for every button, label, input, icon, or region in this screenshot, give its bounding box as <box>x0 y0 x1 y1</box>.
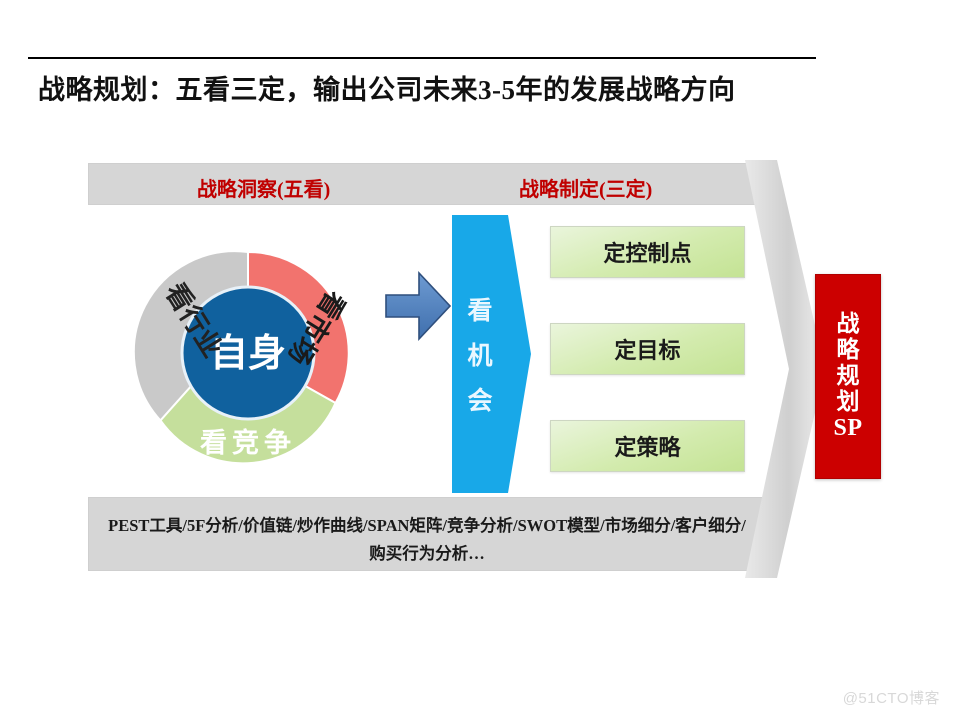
output-box-goal[interactable]: 定目标 <box>550 323 745 375</box>
result-char-3: 规 <box>836 362 860 388</box>
donut-center-circle <box>180 285 316 421</box>
header-band: 战略洞察(五看) 战略制定(三定) <box>88 163 765 205</box>
donut-label-competition: 看竞争 <box>200 427 296 458</box>
result-char-1: 战 <box>836 310 860 336</box>
five-looks-donut: 自身 看行业 看市场 看竞争 <box>113 218 383 488</box>
right-block-arrow-icon <box>385 270 452 342</box>
tools-list-text: PEST工具/5F分析/价值链/炒作曲线/SPAN矩阵/竞争分析/SWOT模型/… <box>108 516 746 563</box>
page-title: 战略规划：五看三定，输出公司未来3-5年的发展战略方向 <box>38 75 736 105</box>
strategy-diagram: 战略洞察(五看) 战略制定(三定) 自身 看行业 看市场 看竞争 <box>88 163 765 571</box>
donut-center-label: 自身 <box>210 333 286 375</box>
header-label-formulation: 战略制定(三定) <box>519 179 653 201</box>
flow-chevron-icon <box>745 160 827 578</box>
result-char-2: 略 <box>836 336 860 362</box>
title-divider <box>28 57 816 59</box>
tools-band: PEST工具/5F分析/价值链/炒作曲线/SPAN矩阵/竞争分析/SWOT模型/… <box>88 497 765 571</box>
result-char-4: 划 <box>836 389 860 415</box>
header-label-insight: 战略洞察(五看) <box>197 179 331 201</box>
opportunity-chevron <box>450 213 533 495</box>
output-box-control-point[interactable]: 定控制点 <box>550 226 745 278</box>
watermark: @51CTO博客 <box>842 690 940 707</box>
result-abbrev: SP <box>833 415 863 442</box>
result-box-strategic-planning[interactable]: 战 略 规 划 SP <box>815 274 881 479</box>
output-box-strategy[interactable]: 定策略 <box>550 420 745 472</box>
